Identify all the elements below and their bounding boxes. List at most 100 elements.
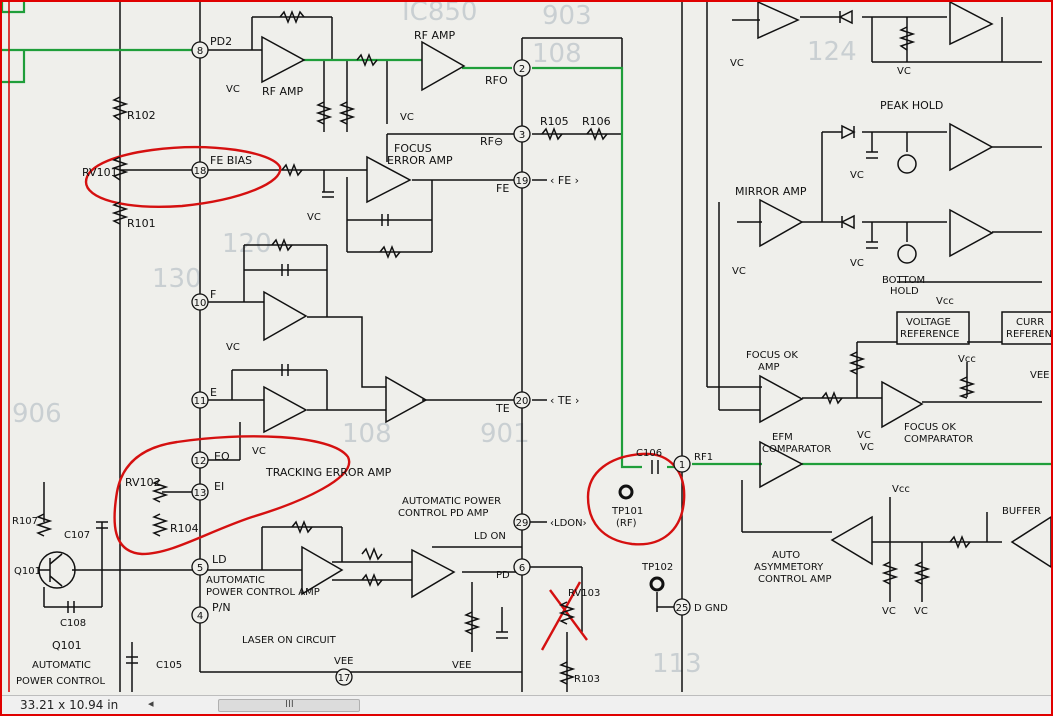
svg-text:1: 1 — [679, 460, 685, 471]
label-mirror-amp: MIRROR AMP — [735, 185, 807, 198]
horizontal-scrollbar[interactable]: III — [218, 699, 360, 712]
label-focus-ok-comp-2: COMPARATOR — [904, 434, 973, 445]
buffer-amp — [1010, 516, 1051, 568]
svg-text:130: 130 — [152, 264, 202, 294]
label-vee-2: VEE — [452, 660, 471, 671]
svg-text:2: 2 — [519, 64, 525, 75]
label-fe-arrow: ‹ FE › — [550, 174, 579, 187]
apc-amp — [301, 545, 344, 596]
svg-text:10: 10 — [194, 298, 207, 309]
svg-text:12: 12 — [194, 456, 207, 467]
label-vc-5: VC — [252, 446, 266, 457]
label-auto-asym-2: ASYMMETORY — [754, 562, 824, 573]
annotation-cross-rv103-b — [540, 581, 582, 651]
label-laser-on-circuit: LASER ON CIRCUIT — [242, 635, 337, 646]
pin-10: 10 — [191, 293, 209, 311]
label-buffer: BUFFER — [1002, 506, 1041, 517]
scrollbar-grip-icon[interactable]: III — [285, 699, 294, 710]
pin-2: 2 — [513, 59, 531, 77]
op-amps — [261, 2, 1051, 599]
label-te-pin: TE — [495, 402, 510, 415]
label-c108: C108 — [60, 618, 86, 629]
background-watermark-text: 903 108 124 113 906 901 108 130 120 IC85… — [12, 2, 857, 679]
pin-3: 3 — [513, 125, 531, 143]
focus-error-amp — [366, 155, 412, 204]
label-efm-comparator-1: EFM — [772, 432, 793, 443]
reference-boxes — [896, 281, 1051, 345]
svg-text:29: 29 — [516, 518, 529, 529]
label-focus-error-amp-1: FOCUS — [394, 142, 432, 155]
svg-text:5: 5 — [197, 563, 203, 574]
label-pn: P/N — [212, 601, 231, 614]
label-vc-13: VC — [882, 606, 896, 617]
label-voltage-reference-2: REFERENCE — [900, 329, 959, 340]
label-c105: C105 — [156, 660, 182, 671]
pin-4: 4 — [191, 606, 209, 624]
label-vc-10: VC — [732, 266, 746, 277]
bottom-hold-amp — [949, 208, 994, 258]
label-ei: EI — [214, 480, 224, 493]
label-rf-minus: RF⊖ — [480, 135, 503, 148]
label-ld-on: LD ON — [474, 531, 506, 542]
highlighted-signal-path — [2, 2, 1051, 469]
label-rv102: RV102 — [125, 476, 161, 489]
svg-text:17: 17 — [338, 673, 351, 684]
label-vc-2: VC — [400, 112, 414, 123]
label-rfo: RFO — [485, 74, 508, 87]
label-vc-7: VC — [897, 66, 911, 77]
ic-pins: 8 18 10 11 12 13 5 4 17 2 3 19 20 29 6 1… — [191, 41, 691, 686]
label-ld: LD — [212, 553, 227, 566]
label-rv103: RV103 — [568, 588, 600, 599]
pin-8: 8 — [191, 41, 209, 59]
svg-text:18: 18 — [194, 166, 207, 177]
peak-hold-amp-top — [949, 2, 994, 46]
label-focus-error-amp-2: ERROR AMP — [387, 154, 453, 167]
label-d-gnd: D GND — [694, 603, 728, 614]
label-apc-1: AUTOMATIC — [32, 660, 91, 671]
annotation-circle-rv102 — [113, 435, 351, 556]
label-f: F — [210, 288, 216, 301]
svg-text:6: 6 — [519, 563, 525, 574]
component-labels: PD2 RF AMP RF AMP VC VC RFO RF⊖ FE ‹ FE … — [12, 29, 1051, 687]
label-vc-14: VC — [914, 606, 928, 617]
label-r103: R103 — [574, 674, 600, 685]
label-vc-3: VC — [307, 212, 321, 223]
label-vc-12: VC — [857, 430, 871, 441]
label-r101: R101 — [127, 217, 156, 230]
e-amp — [263, 385, 308, 434]
apc-pd-amp — [411, 548, 456, 599]
label-bottom-hold-1: BOTTOM — [882, 275, 925, 286]
resistors — [35, 9, 976, 685]
label-te-arrow: ‹ TE › — [550, 394, 579, 407]
svg-text:4: 4 — [197, 611, 203, 622]
tracking-diff-amp — [385, 375, 428, 424]
red-annotations[interactable] — [8, 2, 686, 692]
capacitors — [67, 9, 917, 664]
pin-18: 18 — [191, 161, 209, 179]
label-tp101-rf: (RF) — [616, 518, 637, 529]
label-eo: EO — [214, 450, 230, 463]
annotation-circle-rv101 — [84, 145, 282, 208]
label-q101-title: Q101 — [52, 639, 82, 652]
label-e: E — [210, 386, 217, 399]
label-vc-11: VC — [860, 442, 874, 453]
svg-text:113: 113 — [652, 649, 702, 679]
svg-text:903: 903 — [542, 2, 592, 31]
label-vee: VEE — [334, 656, 353, 667]
label-r107: R107 — [12, 516, 38, 527]
tp102-testpoint[interactable] — [649, 576, 665, 592]
label-vc-4: VC — [226, 342, 240, 353]
label-vcc-2: Vcc — [958, 354, 976, 365]
svg-text:25: 25 — [676, 603, 689, 614]
svg-text:124: 124 — [807, 37, 857, 67]
label-vee-right: VEE — [1030, 370, 1049, 381]
label-apc-2: POWER CONTROL — [16, 676, 105, 687]
label-c106: C106 — [636, 448, 662, 459]
label-q101: Q101 — [14, 566, 41, 577]
label-vcc-3: Vcc — [892, 484, 910, 495]
label-tracking-error-amp: TRACKING ERROR AMP — [265, 466, 392, 479]
scroll-left-arrow-icon[interactable]: ◂ — [148, 697, 154, 710]
tp101-testpoint[interactable] — [618, 484, 634, 500]
label-bottom-hold-2: HOLD — [890, 286, 919, 297]
svg-text:19: 19 — [516, 176, 529, 187]
